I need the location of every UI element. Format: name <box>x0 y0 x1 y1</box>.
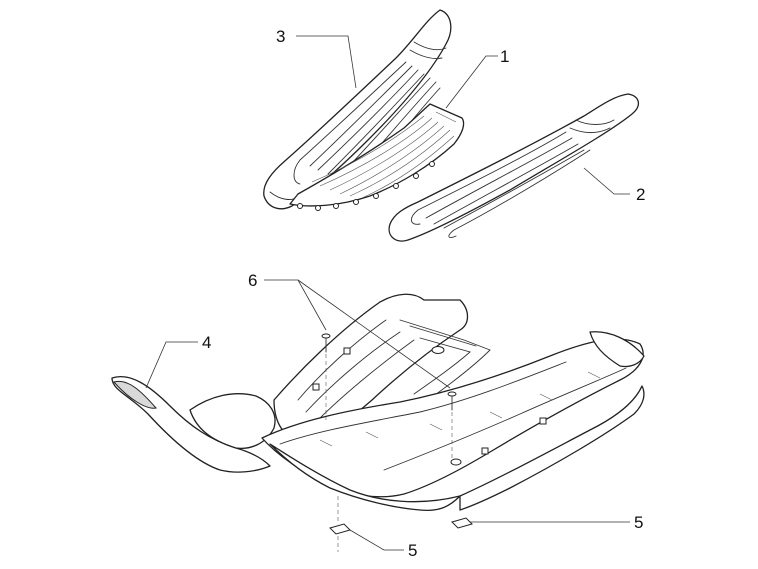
callout-part-5-right: 5 <box>634 513 643 532</box>
fixing-slot-icon <box>481 447 489 455</box>
clip-left-icon <box>329 496 351 552</box>
callout-part-6: 6 <box>248 271 257 290</box>
fixing-slot-icon <box>312 383 320 391</box>
footrest-mat-part-3 <box>263 9 452 210</box>
leader-lines <box>145 35 630 551</box>
callout-part-4: 4 <box>202 333 211 352</box>
mat-stud-icon <box>353 199 359 205</box>
callout-part-3: 3 <box>276 27 285 46</box>
mat-stud-icon <box>333 203 339 209</box>
fixing-slot-icon <box>343 347 351 355</box>
floor-panel-part-4 <box>111 293 645 512</box>
fixing-hole-icon <box>431 346 445 354</box>
fixing-slot-icon <box>539 417 547 425</box>
mat-stud-icon <box>297 203 303 209</box>
clip-right-icon <box>451 517 473 529</box>
screw-part-6 <box>321 333 457 460</box>
callout-part-1: 1 <box>500 47 509 66</box>
mat-stud-icon <box>429 161 435 167</box>
fixing-hole-icon <box>450 458 462 466</box>
callout-labels: 3 1 2 6 4 5 5 <box>202 27 645 560</box>
mat-stud-icon <box>373 193 379 199</box>
screw-left-icon <box>321 333 331 420</box>
callout-part-2: 2 <box>636 185 645 204</box>
mat-stud-icon <box>413 173 419 179</box>
mat-stud-icon <box>393 183 399 189</box>
footrest-mat-part-2 <box>388 93 639 242</box>
footrest-mat-part-1 <box>289 103 465 211</box>
callout-part-5-left: 5 <box>408 541 417 560</box>
mat-stud-icon <box>315 205 321 211</box>
screw-right-icon <box>447 391 457 460</box>
